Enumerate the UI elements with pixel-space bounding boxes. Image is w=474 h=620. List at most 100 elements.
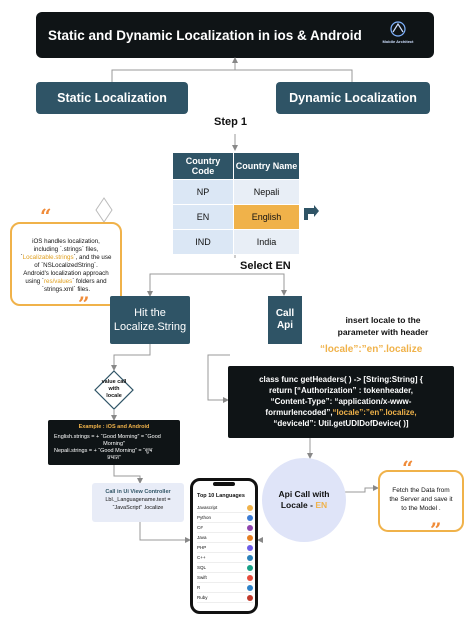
insert-locale-text: insert locale to the parameter with head… (318, 314, 448, 338)
note-line: of `NSLocalizedString`. (34, 262, 98, 269)
table-row: IND India (172, 229, 300, 255)
get-headers-code-block: class func getHeaders( ) -> [String:Stri… (228, 366, 454, 438)
example-line: Morning” (103, 441, 125, 447)
country-table: Country Code Country Name NP Nepali EN E… (172, 152, 300, 255)
example-block: Example : iOS and Android English.string… (48, 420, 180, 465)
ui-call-line: “JavaScript” .localize (112, 505, 164, 511)
example-title: Example : iOS and Android (78, 424, 150, 430)
list-item: C++ (197, 553, 253, 563)
logo-icon (390, 21, 406, 37)
note-highlight: res/values (43, 278, 73, 285)
code-line: return [“Authorization” : tokenheader, (268, 386, 413, 395)
select-en-label: Select EN (240, 260, 291, 272)
table-cell: NP (172, 179, 234, 205)
list-item: PHP (197, 543, 253, 553)
language-name: Swift (197, 575, 207, 580)
code-locale-highlight: “locale”:”en”.localize, (332, 408, 417, 417)
example-line: Nepali.strings = + “Good Morning” = “शुभ (54, 448, 153, 454)
note-line: using ` (25, 278, 44, 285)
step1-label: Step 1 (214, 116, 248, 128)
header-country-code: Country Code (172, 152, 234, 180)
phone-notch (213, 482, 235, 486)
diamond-text: value call with locale (94, 379, 134, 400)
api-call-circle: Api Call with Locale - EN (262, 458, 346, 542)
table-cell: IND (172, 229, 234, 255)
table-cell: EN (172, 204, 234, 230)
header-country-name: Country Name (233, 152, 300, 180)
open-quote-icon: “ (402, 456, 414, 480)
table-cell: India (233, 229, 300, 255)
diamond-shape (94, 370, 134, 410)
list-item: R (197, 583, 253, 593)
language-name: Javascript (197, 505, 218, 510)
language-icon (247, 504, 253, 511)
list-item: Python (197, 513, 253, 523)
list-item: Swift (197, 573, 253, 583)
title-banner: Static and Dynamic Localization in ios &… (36, 12, 434, 58)
language-name: Java (197, 535, 207, 540)
ui-call-line: Lbl._Languagename.text = (105, 497, 171, 503)
list-item: C# (197, 523, 253, 533)
code-segment: formurlencoded”, (265, 408, 333, 417)
api-circle-locale: EN (315, 500, 328, 510)
hit-box-line: Hit the (134, 307, 166, 319)
language-icon (247, 514, 253, 521)
code-line: “deviceId”: Util.getUDIDofDevice( )] (273, 419, 409, 428)
language-name: C++ (197, 555, 206, 560)
fetch-data-note: Fetch the Data from the Server and save … (378, 470, 464, 532)
locale-expression: “locale”:”en”.localize (320, 344, 423, 355)
note-line: `strings.xml` files. (41, 286, 91, 293)
language-icon (247, 524, 253, 531)
phone-title: Top 10 Languages (197, 493, 245, 499)
language-icon (247, 544, 253, 551)
example-line: English.strings = + “Good Morning” = “Go… (54, 434, 161, 440)
api-circle-line: Locale - (280, 500, 316, 510)
note-line: `, and the use (73, 254, 112, 261)
logo-text: Mobile Architect (382, 39, 414, 44)
open-quote-icon: “ (40, 204, 52, 228)
table-cell-selected: English (233, 204, 300, 230)
note-highlight: Localizable.strings (22, 254, 74, 261)
dynamic-localization-box: Dynamic Localization (276, 82, 430, 114)
ui-call-title: Call in Ui View Controller (105, 489, 171, 495)
language-icon (247, 594, 253, 601)
code-line: formurlencoded”,“locale”:”en”.localize, (238, 407, 444, 418)
call-api-box: Call Api (268, 296, 302, 344)
decision-diamond: value call with locale (94, 370, 134, 410)
diamond-line: value call (101, 379, 127, 385)
language-name: Python (197, 515, 212, 520)
language-icon (247, 584, 253, 591)
note-line: ` folders and (72, 278, 107, 285)
ui-view-controller-call: Call in Ui View Controller Lbl._Language… (92, 483, 184, 522)
mobile-architect-logo: Mobile Architect (376, 20, 420, 50)
table-cell: Nepali (233, 179, 300, 205)
call-api-line: Call (275, 308, 295, 319)
call-api-line: Api (276, 320, 294, 331)
dynamic-localization-label: Dynamic Localization (289, 91, 417, 105)
diamond-line: with (108, 386, 120, 392)
code-line: “Content-Type”: “application/x-www- (270, 397, 412, 406)
api-circle-line: Api Call with (278, 489, 330, 499)
insert-line: insert locale to the (345, 315, 421, 325)
language-icon (247, 574, 253, 581)
list-item: Ruby (197, 593, 253, 603)
language-icon (247, 564, 253, 571)
example-line: प्रभात” (107, 455, 121, 461)
code-line: class func getHeaders( ) -> [String:Stri… (259, 375, 423, 384)
language-icon (247, 534, 253, 541)
list-item: Javascript (197, 503, 253, 513)
language-name: SQL (197, 565, 207, 570)
note-line: Android's localization approach (23, 270, 109, 277)
static-localization-label: Static Localization (57, 91, 167, 105)
language-name: Ruby (197, 595, 208, 600)
fetch-line: to the Model . (401, 505, 441, 512)
insert-line: parameter with header (337, 327, 429, 337)
banner-title: Static and Dynamic Localization in ios &… (48, 27, 362, 43)
table-row: EN English (172, 204, 300, 230)
fetch-line: Fetch the Data from (392, 487, 450, 494)
note-line: ` (20, 254, 23, 261)
table-header-row: Country Code Country Name (172, 152, 300, 180)
hand-cursor-icon (304, 205, 319, 220)
close-quote-icon: ” (78, 292, 90, 316)
